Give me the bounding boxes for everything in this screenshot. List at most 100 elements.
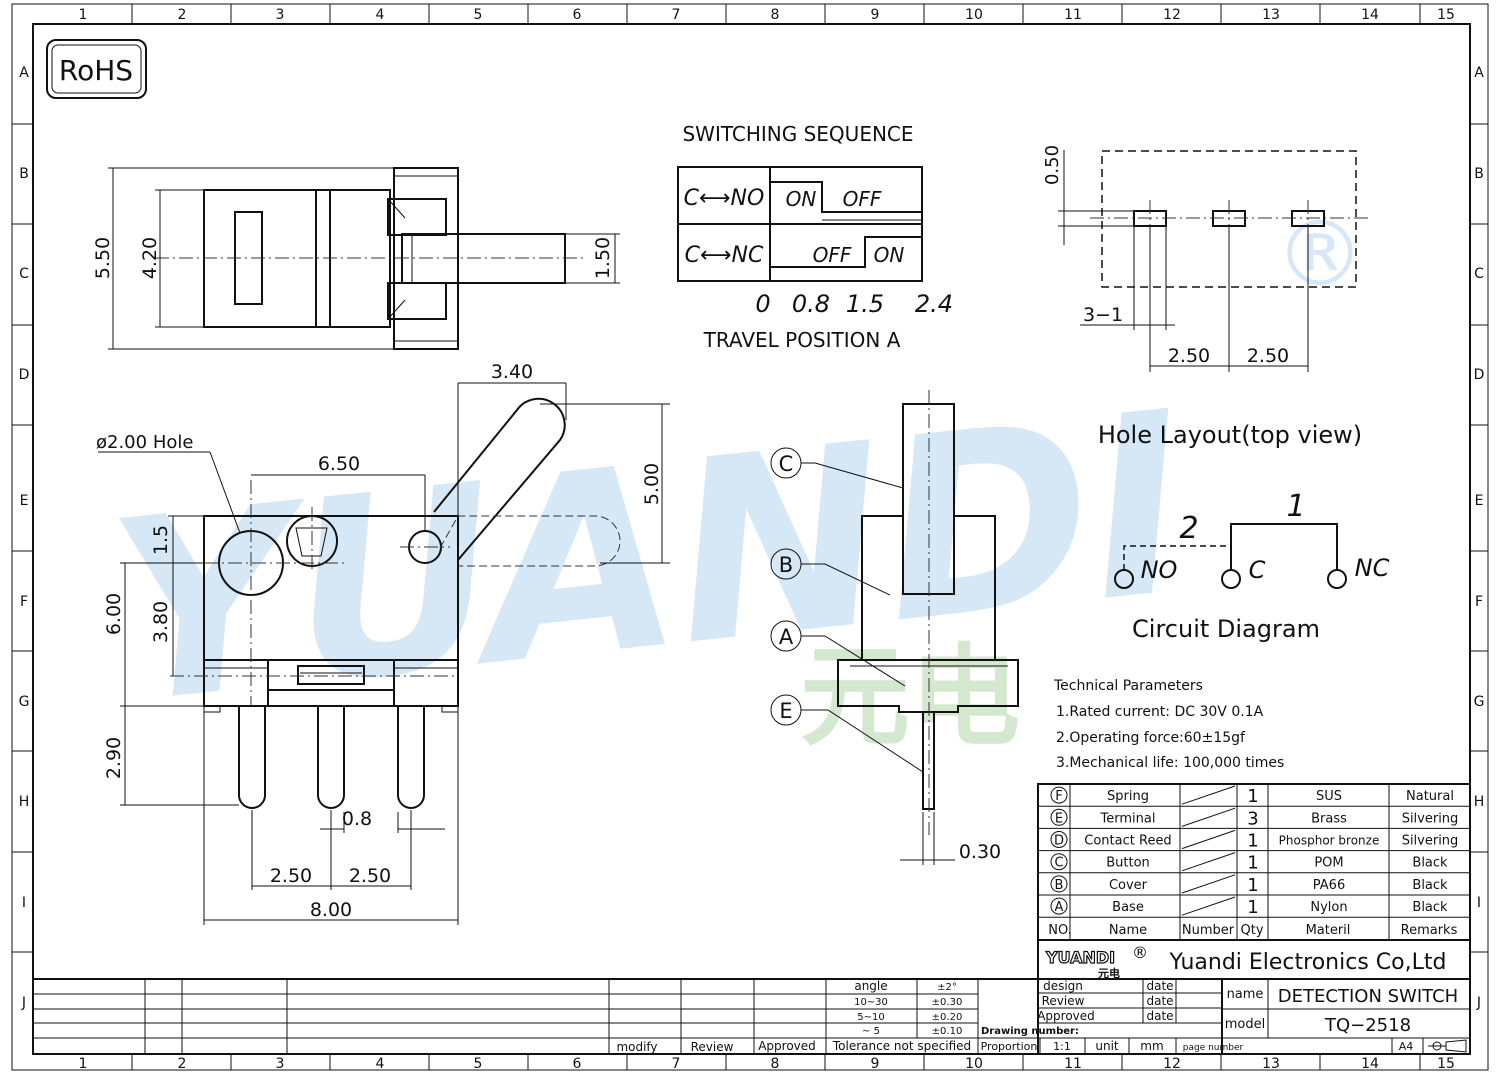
hole-label: ø2.00 Hole bbox=[96, 432, 193, 453]
bom-no: E bbox=[1055, 811, 1063, 826]
dim-0-50: 0.50 bbox=[1042, 145, 1063, 185]
row-label-left: J bbox=[21, 995, 26, 1011]
bom-qty: 1 bbox=[1247, 786, 1258, 807]
circuit-c: C bbox=[1249, 556, 1266, 584]
column-label-bottom: 2 bbox=[178, 1056, 187, 1072]
travel-caption: TRAVEL POSITION A bbox=[703, 328, 901, 352]
watermark-reg: ® bbox=[1275, 202, 1365, 307]
tolerance-footer: Tolerance not specified bbox=[832, 1039, 971, 1053]
top-view: 5.50 4.20 1.50 bbox=[92, 167, 620, 350]
bom-remarks: Natural bbox=[1406, 789, 1454, 804]
tb-design: design bbox=[1043, 979, 1083, 993]
bom-name: Cover bbox=[1109, 878, 1148, 893]
title-block: design Review Approved date date date na… bbox=[33, 978, 1470, 1054]
row-label-left: A bbox=[19, 65, 29, 81]
row-label-left: E bbox=[20, 493, 29, 509]
bom-qty: 1 bbox=[1247, 853, 1258, 874]
tb-unit-label: unit bbox=[1095, 1039, 1119, 1053]
technical-parameters: Technical Parameters 1.Rated current: DC… bbox=[1053, 678, 1284, 771]
dim-5-50: 5.50 bbox=[92, 237, 114, 279]
dim-3-40: 3.40 bbox=[491, 361, 533, 383]
row-label-left: I bbox=[22, 895, 26, 911]
bom-name: Base bbox=[1112, 900, 1144, 915]
callout-b: B bbox=[779, 553, 793, 577]
bom-header-name: Name bbox=[1109, 923, 1147, 938]
column-label-top: 14 bbox=[1361, 7, 1379, 23]
bom-no: F bbox=[1055, 789, 1062, 804]
column-label-top: 5 bbox=[474, 7, 483, 23]
bom-row: A Base 1 Nylon Black bbox=[1050, 896, 1448, 918]
tb-date-2: date bbox=[1146, 994, 1173, 1008]
row2-label: C⟷NC bbox=[685, 243, 764, 268]
bom-remarks: Silvering bbox=[1402, 811, 1459, 826]
column-label-bottom: 14 bbox=[1361, 1056, 1379, 1072]
bom-name: Spring bbox=[1107, 789, 1149, 804]
tolerance-value: ±0.10 bbox=[932, 1026, 963, 1037]
tb-drawing-number: Drawing number: bbox=[981, 1026, 1079, 1037]
bom-qty: 1 bbox=[1247, 897, 1258, 918]
column-label-top: 12 bbox=[1163, 7, 1181, 23]
tb-review: Review bbox=[1042, 994, 1085, 1008]
company-bar: YUANDI 元电 ® Yuandi Electronics Co,Ltd bbox=[1037, 939, 1471, 980]
side-view: C B A E 0.30 bbox=[770, 390, 1019, 865]
tb-approved: Approved bbox=[1037, 1009, 1095, 1023]
tb-size: A4 bbox=[1399, 1040, 1414, 1053]
column-label-bottom: 3 bbox=[276, 1056, 285, 1072]
column-label-bottom: 1 bbox=[79, 1056, 88, 1072]
tolerance-row: angle ±2° bbox=[854, 979, 957, 993]
column-label-bottom: 4 bbox=[376, 1056, 385, 1072]
row-label-right: F bbox=[1475, 594, 1483, 610]
row1-on: ON bbox=[786, 187, 817, 211]
dim-2-50-right: 2.50 bbox=[349, 865, 391, 887]
circuit-no: NO bbox=[1141, 556, 1178, 584]
bom-no-circle bbox=[1050, 897, 1068, 915]
row-label-left: D bbox=[19, 367, 30, 383]
bom-remarks: Black bbox=[1412, 878, 1448, 893]
tolerance-value: ±2° bbox=[937, 982, 957, 993]
bom-name: Button bbox=[1106, 856, 1150, 871]
bom-no: C bbox=[1054, 856, 1063, 871]
bom-qty: 1 bbox=[1247, 875, 1258, 896]
row-label-left: B bbox=[19, 166, 29, 182]
rohs-badge: RoHS bbox=[46, 39, 147, 99]
rev-approved: Approved bbox=[758, 1039, 816, 1053]
tolerance-row: 10~30±0.30 bbox=[854, 997, 962, 1008]
watermark-sub: 元电 bbox=[800, 633, 1020, 761]
travel-position-0-8: 0.8 bbox=[792, 290, 830, 318]
dim-2-50-right: 2.50 bbox=[1247, 345, 1289, 367]
column-label-bottom: 15 bbox=[1437, 1056, 1455, 1072]
tb-proportion-value: 1:1 bbox=[1053, 1040, 1071, 1053]
bom-material: Nylon bbox=[1310, 900, 1347, 915]
circuit-nc: NC bbox=[1355, 554, 1390, 582]
switching-sequence: SWITCHING SEQUENCE C⟷NO ON OFF C⟷NC OFF … bbox=[677, 122, 953, 352]
front-view: 3.40 6.50 5.00 ø2.00 Hole 1.5 6.00 3.80 … bbox=[96, 361, 670, 925]
bom-no: A bbox=[1055, 900, 1064, 915]
company-reg: ® bbox=[1132, 943, 1148, 962]
row-label-right: C bbox=[1474, 266, 1484, 282]
dim-8-00: 8.00 bbox=[310, 899, 352, 921]
column-label-top: 13 bbox=[1262, 7, 1280, 23]
column-label-top: 1 bbox=[79, 7, 88, 23]
row-label-right: G bbox=[1474, 694, 1485, 710]
tb-model-value: TQ−2518 bbox=[1324, 1015, 1411, 1036]
row-label-right: J bbox=[1476, 995, 1481, 1011]
column-label-bottom: 8 bbox=[771, 1056, 780, 1072]
column-label-bottom: 5 bbox=[474, 1056, 483, 1072]
bom-remarks: Black bbox=[1412, 900, 1448, 915]
tolerance-range: angle bbox=[854, 979, 887, 993]
dim-1-5: 1.5 bbox=[150, 525, 172, 555]
bom-remarks: Silvering bbox=[1402, 834, 1459, 849]
travel-position-2-4: 2.4 bbox=[915, 290, 953, 318]
row-label-right: I bbox=[1477, 895, 1481, 911]
column-label-bottom: 13 bbox=[1262, 1056, 1280, 1072]
column-label-top: 10 bbox=[965, 7, 983, 23]
row-label-left: F bbox=[20, 594, 28, 610]
dim-2-50-left: 2.50 bbox=[270, 865, 312, 887]
circuit-num-1: 1 bbox=[1286, 489, 1305, 524]
